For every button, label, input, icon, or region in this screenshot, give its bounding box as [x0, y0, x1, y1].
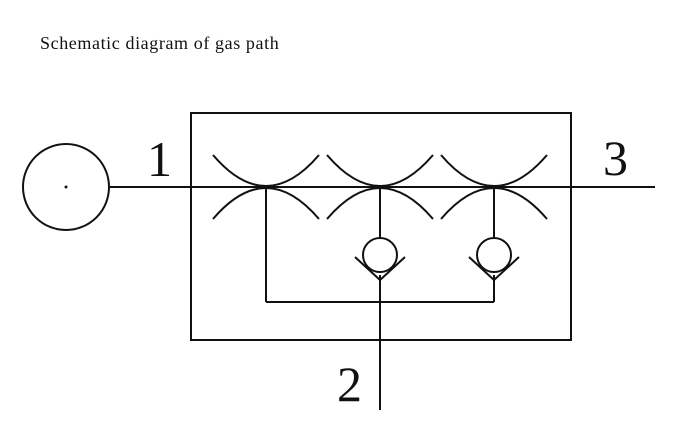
port-label-2: 2 [337, 356, 362, 412]
check-valve-middle [354, 237, 406, 282]
check-valve-seat [468, 256, 520, 282]
check-valve-seat [354, 256, 406, 282]
upper-arc-row [212, 154, 548, 187]
port-label-1: 1 [147, 131, 172, 187]
upper-arc-1 [212, 154, 320, 187]
check-valve-right [468, 237, 520, 282]
check-valve-ball [362, 237, 398, 273]
branch-piping [265, 187, 495, 410]
check-valve-ball [476, 237, 512, 273]
source-center-dot [64, 185, 68, 189]
upper-arc-2 [326, 154, 434, 187]
diagram-title: Schematic diagram of gas path [40, 33, 280, 53]
gas-source [22, 143, 110, 231]
upper-arc-3 [440, 154, 548, 187]
port-label-3: 3 [603, 130, 628, 186]
